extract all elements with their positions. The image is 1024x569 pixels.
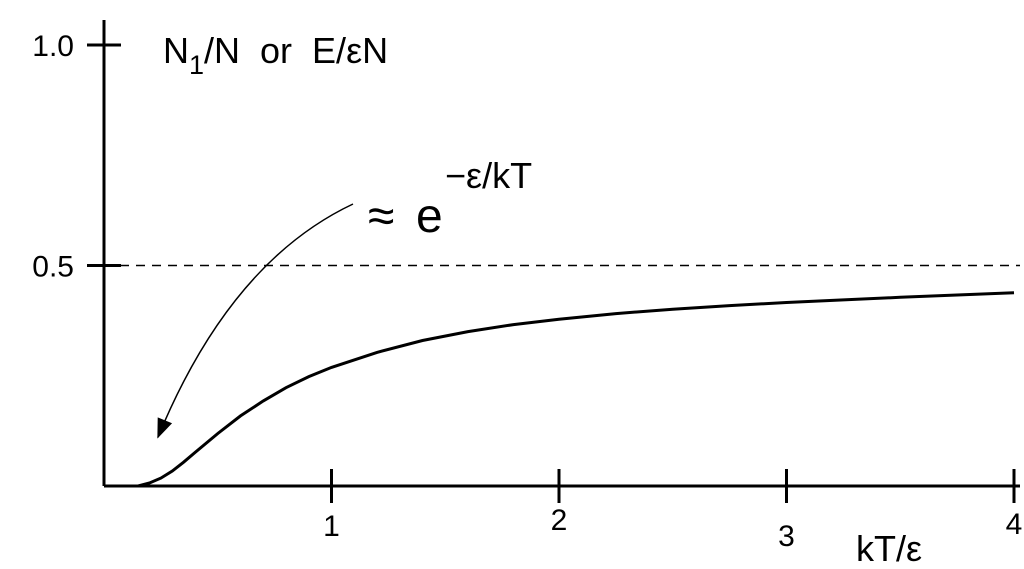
x-tick-label: 1 <box>323 510 340 543</box>
x-tick-label: 4 <box>1006 508 1023 541</box>
y-axis-label: N1/N or E/εN <box>163 30 388 80</box>
approx-sign: ≈ <box>368 190 394 243</box>
annotation-arrow <box>157 203 354 438</box>
annotation-base: e <box>416 190 443 243</box>
x-axis-label: kT/ε <box>856 528 922 569</box>
data-curve <box>104 291 1015 488</box>
y-ticks: 0.5 1.0 <box>32 30 121 284</box>
annotation-exponent: −ε/kT <box>445 155 532 196</box>
x-ticks: 1 2 3 4 <box>323 469 1022 553</box>
y-tick-label: 0.5 <box>32 251 74 284</box>
y-tick-label: 1.0 <box>32 30 74 63</box>
annotation-arrowhead <box>157 417 173 439</box>
x-tick-label: 2 <box>551 504 568 537</box>
x-tick-label: 3 <box>778 520 795 553</box>
